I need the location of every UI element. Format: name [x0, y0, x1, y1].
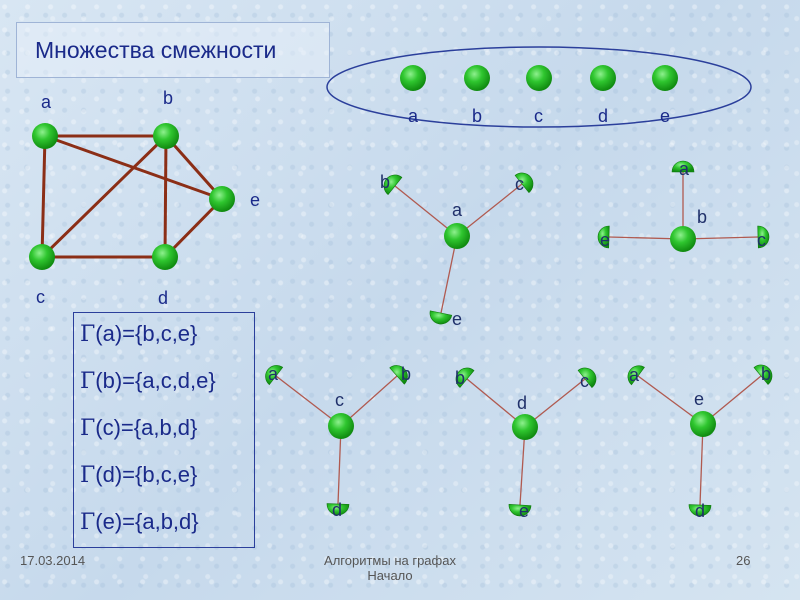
star-c-cap-b: [389, 365, 408, 385]
star-e-spoke-d: [699, 423, 704, 506]
star-e-cap-label-d: d: [695, 501, 705, 521]
star-d-cap-label-c: c: [580, 371, 589, 391]
graph-node-e: [209, 186, 235, 212]
star-a-cap-b: [383, 174, 403, 196]
adjacency-set-b: Γ(b)={a,c,d,e}: [80, 368, 216, 394]
vertex-set-node-e: [652, 65, 678, 91]
star-a-cap-e: [429, 310, 453, 325]
star-c-spoke-d: [337, 425, 342, 505]
graph-node-label-a: a: [41, 92, 52, 112]
adjacency-set-c: Γ(c)={a,b,d}: [80, 415, 198, 441]
star-e-cap-label-a: a: [629, 365, 640, 385]
graph-node-label-e: e: [250, 190, 260, 210]
star-hub-b: [670, 226, 696, 252]
vertex-set-ellipse: [326, 46, 752, 128]
star-d-cap-label-b: b: [455, 368, 465, 388]
star-hub-label-a: a: [452, 200, 463, 220]
star-hub-a: [444, 223, 470, 249]
star-hub-label-b: b: [697, 207, 707, 227]
star-hub-d: [512, 414, 538, 440]
vertex-set-node-b: [464, 65, 490, 91]
graph-node-label-d: d: [158, 288, 168, 308]
star-b-cap-c: [757, 225, 770, 249]
vertex-set-node-d: [590, 65, 616, 91]
star-b-cap-label-c: c: [757, 230, 766, 250]
vertex-set-label-c: c: [534, 106, 543, 126]
graph-edge-d-e: [163, 197, 224, 259]
star-e-spoke-a: [637, 375, 704, 425]
star-b-cap-e: [597, 225, 610, 249]
footer-title-line1: Алгоритмы на графах: [324, 553, 456, 568]
star-d-cap-e: [508, 503, 532, 517]
star-d-cap-b: [455, 367, 475, 388]
star-hub-c: [328, 413, 354, 439]
star-b-cap-a: [671, 160, 695, 173]
vertex-set-label-b: b: [472, 106, 482, 126]
star-b-cap-label-a: a: [679, 159, 690, 179]
graph-edge-b-c: [40, 134, 168, 259]
star-a-cap-c: [514, 172, 534, 194]
vertex-set-node-a: [400, 65, 426, 91]
star-c-spoke-a: [275, 375, 342, 427]
title-box: Множества смежности: [16, 22, 330, 78]
footer-title-line2: Начало: [367, 568, 413, 583]
footer-page-number: 26: [736, 553, 751, 568]
graph-edge-a-c: [40, 135, 47, 258]
star-c-cap-label-d: d: [332, 500, 342, 520]
star-e-cap-a: [627, 365, 645, 386]
graph-node-c: [29, 244, 55, 270]
star-d-cap-c: [577, 367, 597, 389]
star-b-cap-label-e: e: [600, 230, 610, 250]
graph-node-a: [32, 123, 58, 149]
graph-edge-b-e: [164, 135, 224, 200]
star-e-cap-d: [688, 504, 712, 517]
star-a-cap-label-e: e: [452, 309, 462, 329]
star-a-cap-label-c: c: [515, 174, 524, 194]
star-e-cap-b: [753, 364, 773, 385]
footer-title: Алгоритмы на графах Начало: [312, 553, 468, 583]
adjacency-set-a: Γ(a)={b,c,e}: [80, 321, 198, 347]
adjacency-set-d: Γ(d)={b,c,e}: [80, 462, 198, 488]
star-d-cap-label-e: e: [519, 501, 529, 521]
adjacency-sets-box: Γ(a)={b,c,e} Γ(b)={a,c,d,e} Γ(c)={a,b,d}…: [73, 312, 255, 548]
star-c-cap-label-b: b: [401, 364, 411, 384]
graph-edge-b-d: [163, 135, 168, 258]
star-hub-e: [690, 411, 716, 437]
star-e-cap-label-b: b: [761, 364, 771, 384]
graph-node-b: [153, 123, 179, 149]
vertex-set-node-c: [526, 65, 552, 91]
star-a-spoke-e: [440, 235, 458, 314]
star-hub-label-e: e: [694, 389, 704, 409]
vertex-set-label-e: e: [660, 106, 670, 126]
vertex-set-label-d: d: [598, 106, 608, 126]
graph-node-label-c: c: [36, 287, 45, 307]
star-d-spoke-e: [519, 426, 526, 506]
star-a-cap-label-b: b: [380, 172, 390, 192]
star-hub-label-d: d: [517, 393, 527, 413]
star-hub-label-c: c: [335, 390, 344, 410]
graph-node-label-b: b: [163, 88, 173, 108]
star-a-spoke-c: [456, 183, 523, 237]
vertex-set-label-a: a: [408, 106, 419, 126]
adjacency-set-e: Γ(e)={a,b,d}: [80, 509, 199, 535]
footer-date: 17.03.2014: [20, 553, 86, 568]
star-c-cap-label-a: a: [268, 364, 279, 384]
slide-title: Множества смежности: [35, 37, 277, 63]
star-c-cap-d: [326, 503, 350, 516]
star-a-spoke-b: [394, 185, 458, 237]
star-c-cap-a: [265, 365, 284, 386]
graph-node-d: [152, 244, 178, 270]
